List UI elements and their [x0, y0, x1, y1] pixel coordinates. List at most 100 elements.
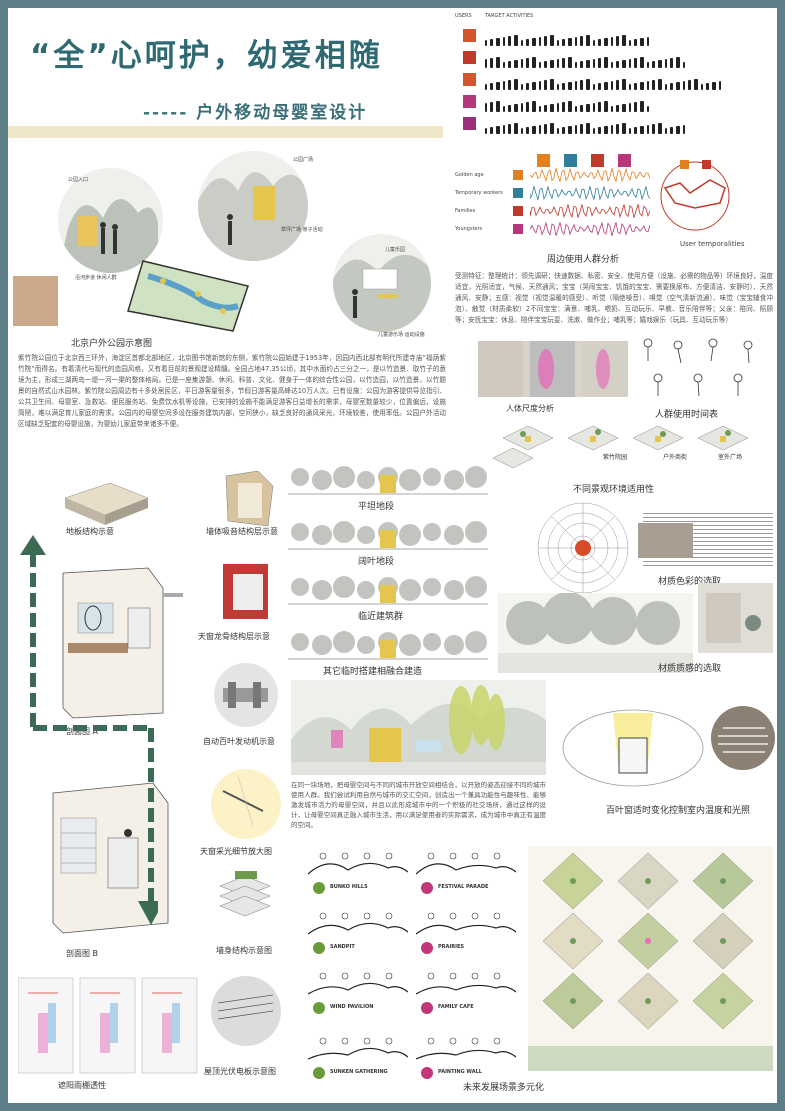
chart-header-left: USERS	[455, 13, 472, 19]
person-silhouette	[622, 104, 626, 112]
scenario-sketch	[308, 972, 408, 995]
plaza-vignette	[198, 151, 308, 261]
temporality-icon	[591, 154, 604, 167]
scenario-icon	[421, 882, 433, 894]
person-silhouette	[544, 36, 547, 46]
person-silhouette	[616, 124, 619, 134]
activity-silhouettes	[485, 53, 688, 72]
person-silhouette	[593, 128, 595, 134]
wall-acoustic-detail	[218, 471, 278, 529]
user-icon	[463, 51, 476, 64]
person-silhouette	[580, 105, 583, 112]
scenario-icon	[313, 1067, 325, 1079]
person-silhouette	[568, 57, 572, 68]
scenario-icon	[313, 1002, 325, 1014]
person-silhouette	[629, 84, 631, 90]
poster-subtitle: ----- 户外移动母婴室设计	[143, 103, 368, 123]
scenario-icon	[421, 1002, 433, 1014]
person-silhouette	[652, 80, 655, 90]
person-silhouette	[490, 83, 493, 90]
user-icon	[463, 117, 476, 130]
person-silhouette	[586, 60, 590, 68]
person-silhouette	[670, 127, 673, 134]
analysis-text: 受测特征：整理统计：领先调研；快速数据、私密、安全、使用方便（设施、必需的物品等…	[455, 272, 773, 324]
person-silhouette	[634, 39, 637, 46]
scenario-icon	[313, 942, 325, 954]
person-silhouette	[521, 40, 523, 46]
person-silhouette	[701, 84, 703, 90]
person-silhouette	[539, 106, 541, 112]
user-icon	[463, 95, 476, 108]
future-scenarios-panel	[528, 846, 773, 1071]
map-callout: 公园入口	[68, 177, 89, 183]
person-silhouette	[521, 84, 523, 90]
person-silhouette	[647, 106, 649, 112]
scenario-icon	[313, 882, 325, 894]
temporality-row-icon	[513, 188, 523, 198]
entrance-vignette	[58, 168, 163, 273]
render-description: 在同一块场地，把母婴空间与不同的城市开放空间相结合，以开放的姿态迎接不同的城市使…	[291, 781, 546, 829]
future-scene-marker	[720, 938, 726, 944]
person-silhouette	[508, 36, 511, 46]
person-silhouette	[485, 40, 487, 46]
person-silhouette	[526, 83, 529, 90]
person-silhouette	[580, 80, 583, 90]
route-arrow	[20, 535, 158, 925]
future-site-strip	[528, 1046, 773, 1071]
person-silhouette	[532, 101, 536, 112]
scenario-sketch	[416, 852, 516, 875]
scenario-sketch	[416, 972, 516, 995]
person-silhouette	[526, 39, 529, 46]
scenario-label: SUNKEN GATHERING	[330, 1069, 388, 1075]
person-silhouette	[611, 125, 613, 134]
temporality-loop	[650, 158, 750, 238]
person-silhouette	[539, 81, 541, 90]
person-silhouette	[580, 61, 583, 68]
section-elevation	[288, 521, 488, 550]
person-silhouette	[634, 102, 637, 112]
wall-acoustic-caption: 墙体吸音结构层示意	[206, 527, 278, 536]
person-silhouette	[521, 128, 523, 134]
person-silhouette	[647, 37, 649, 46]
site-sections: 平坦地段阔叶地段临近建筑群其它临时搭建相融合建造	[288, 463, 488, 678]
user-row	[455, 27, 775, 46]
scenario-label: SANDPIT	[330, 944, 355, 950]
time-cycle-figures	[643, 338, 753, 397]
scenario-label: FAMILY CAFE	[438, 1004, 474, 1010]
roof-pv-detail	[208, 973, 283, 1048]
future-scene-marker	[645, 878, 651, 884]
scenario-label: WIND PAVILION	[330, 1004, 374, 1010]
person-silhouette	[550, 79, 554, 90]
temporality-row-icon	[513, 170, 523, 180]
person-silhouette	[665, 59, 667, 68]
user-row	[455, 49, 775, 68]
person-silhouette	[676, 57, 680, 68]
poster-sheet: “全”心呵护，幼爱相随 ----- 户外移动母婴室设计	[8, 8, 777, 1103]
temporality-wave	[530, 204, 650, 218]
chart-header-right: TARGET ACTIVITIES	[485, 13, 534, 19]
person-silhouette	[514, 79, 518, 90]
person-silhouette	[526, 58, 529, 68]
scene-iso-blocks	[492, 425, 749, 468]
section-caption: 其它临时搭建相融合建造	[323, 667, 423, 677]
person-silhouette	[622, 123, 626, 134]
map-callout: 儿童乐园	[385, 247, 406, 253]
person-silhouette	[616, 61, 619, 68]
person-silhouette	[562, 127, 565, 134]
person-silhouette	[604, 57, 608, 68]
scenario-label: PAINTING WALL	[438, 1069, 482, 1075]
temporality-icon	[618, 154, 631, 167]
playground-vignette	[333, 234, 431, 332]
user-row	[455, 115, 775, 134]
person-silhouette	[586, 123, 590, 134]
scenario-label: FESTIVAL PARADE	[438, 884, 489, 890]
scenario-label: PRAIRIES	[438, 944, 464, 950]
person-silhouette	[629, 103, 631, 112]
scene-label: 紫竹院园	[603, 454, 628, 461]
person-silhouette	[539, 37, 541, 46]
person-silhouette	[712, 82, 716, 90]
activity-silhouettes	[485, 75, 724, 94]
person-silhouette	[640, 101, 644, 112]
activity-silhouettes	[485, 31, 652, 50]
person-silhouette	[508, 80, 511, 90]
